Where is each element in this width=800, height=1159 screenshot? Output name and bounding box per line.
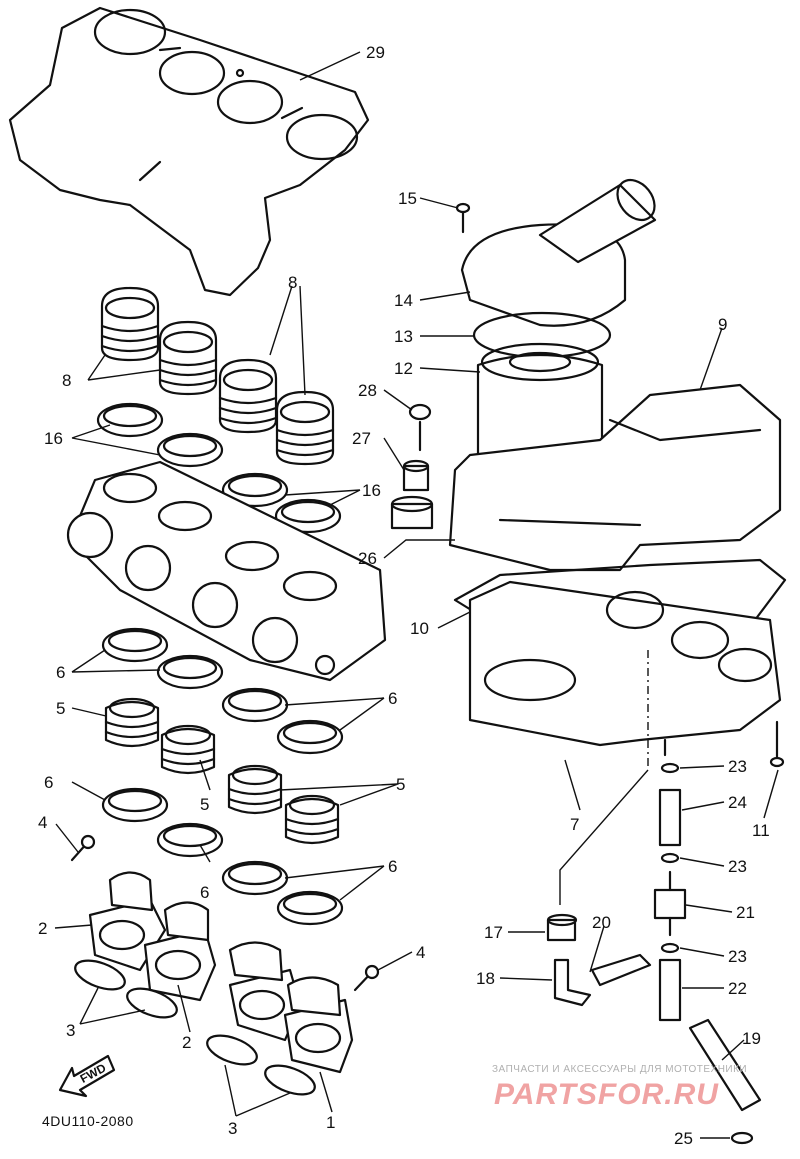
part-29-cover bbox=[8, 6, 370, 297]
part-11-screw bbox=[769, 720, 785, 768]
part-25-plug bbox=[730, 1131, 754, 1145]
part-2-manifolds bbox=[88, 871, 217, 1002]
callout-6-a: 6 bbox=[56, 663, 65, 682]
callout-5-c: 5 bbox=[396, 775, 405, 794]
callout-15: 15 bbox=[398, 189, 417, 208]
part-16-clamps bbox=[96, 402, 342, 534]
callout-labels: 29 8 8 16 16 15 14 13 12 9 28 27 26 10 6… bbox=[38, 43, 770, 1148]
callout-7: 7 bbox=[570, 815, 579, 834]
part-9-airbox bbox=[448, 383, 782, 572]
callout-3-a: 3 bbox=[66, 1021, 75, 1040]
callout-20: 20 bbox=[592, 913, 611, 932]
callout-24: 24 bbox=[728, 793, 747, 812]
callout-14: 14 bbox=[394, 291, 413, 310]
callout-23-a: 23 bbox=[728, 757, 747, 776]
part-code-label: 4DU110-2080 bbox=[42, 1113, 134, 1129]
part-3-gaskets bbox=[74, 959, 316, 1096]
callout-1: 1 bbox=[326, 1113, 335, 1132]
callout-5-a: 5 bbox=[56, 699, 65, 718]
callout-10: 10 bbox=[410, 619, 429, 638]
callout-4-a: 4 bbox=[38, 813, 47, 832]
part-23-clip-a bbox=[660, 762, 680, 774]
callout-25: 25 bbox=[674, 1129, 693, 1148]
part-6-clamps bbox=[101, 627, 344, 926]
callout-8-b: 8 bbox=[62, 371, 71, 390]
callout-12: 12 bbox=[394, 359, 413, 378]
callout-2-a: 2 bbox=[38, 919, 47, 938]
part-23-clip-b bbox=[660, 852, 680, 864]
part-22-hose bbox=[658, 958, 682, 1022]
callout-29: 29 bbox=[366, 43, 385, 62]
watermark-logo: PARTSFOR.RU bbox=[494, 1078, 719, 1111]
callout-16-b: 16 bbox=[362, 481, 381, 500]
part-1-manifolds bbox=[228, 941, 354, 1074]
callout-23-b: 23 bbox=[728, 857, 747, 876]
leader-lines bbox=[54, 51, 779, 1139]
callout-21: 21 bbox=[736, 903, 755, 922]
callout-6-d: 6 bbox=[200, 883, 209, 902]
callout-18: 18 bbox=[476, 969, 495, 988]
part-15-screw bbox=[455, 202, 471, 234]
part-20-clip bbox=[590, 953, 652, 987]
callout-28: 28 bbox=[358, 381, 377, 400]
carburetor-assembly bbox=[66, 460, 387, 682]
callout-13: 13 bbox=[394, 327, 413, 346]
callout-3-b: 3 bbox=[228, 1119, 237, 1138]
callout-5-b: 5 bbox=[200, 795, 209, 814]
part-14-cover bbox=[460, 178, 657, 327]
drain-assembly bbox=[546, 650, 762, 1145]
callout-6-b: 6 bbox=[388, 689, 397, 708]
callout-19: 19 bbox=[742, 1029, 761, 1048]
callout-4-b: 4 bbox=[416, 943, 425, 962]
callout-11: 11 bbox=[752, 821, 770, 840]
callout-6-c: 6 bbox=[44, 773, 53, 792]
callout-9: 9 bbox=[718, 315, 727, 334]
part-21-valve bbox=[653, 888, 687, 920]
part-23-clip-c bbox=[660, 942, 680, 954]
part-19-hose bbox=[688, 1018, 762, 1112]
callout-8-a: 8 bbox=[288, 273, 297, 292]
part-24-hose bbox=[658, 788, 682, 847]
callout-17: 17 bbox=[484, 923, 503, 942]
callout-2-b: 2 bbox=[182, 1033, 191, 1052]
callout-16-a: 16 bbox=[44, 429, 63, 448]
callout-27: 27 bbox=[352, 429, 371, 448]
part-8-boots bbox=[100, 286, 335, 466]
callout-6-e: 6 bbox=[388, 857, 397, 876]
part-4-screws bbox=[70, 834, 380, 992]
callout-26: 26 bbox=[358, 549, 377, 568]
part-26-27-28-hardware bbox=[390, 403, 434, 530]
fwd-arrow-icon: FWD bbox=[58, 1054, 116, 1098]
callout-22: 22 bbox=[728, 979, 747, 998]
watermark-tagline: ЗАПЧАСТИ И АКСЕССУАРЫ ДЛЯ МОТОТЕХНИКИ bbox=[492, 1064, 747, 1075]
part-7-lower-case bbox=[468, 580, 782, 757]
callout-23-c: 23 bbox=[728, 947, 747, 966]
part-18-pipe bbox=[553, 958, 592, 1007]
